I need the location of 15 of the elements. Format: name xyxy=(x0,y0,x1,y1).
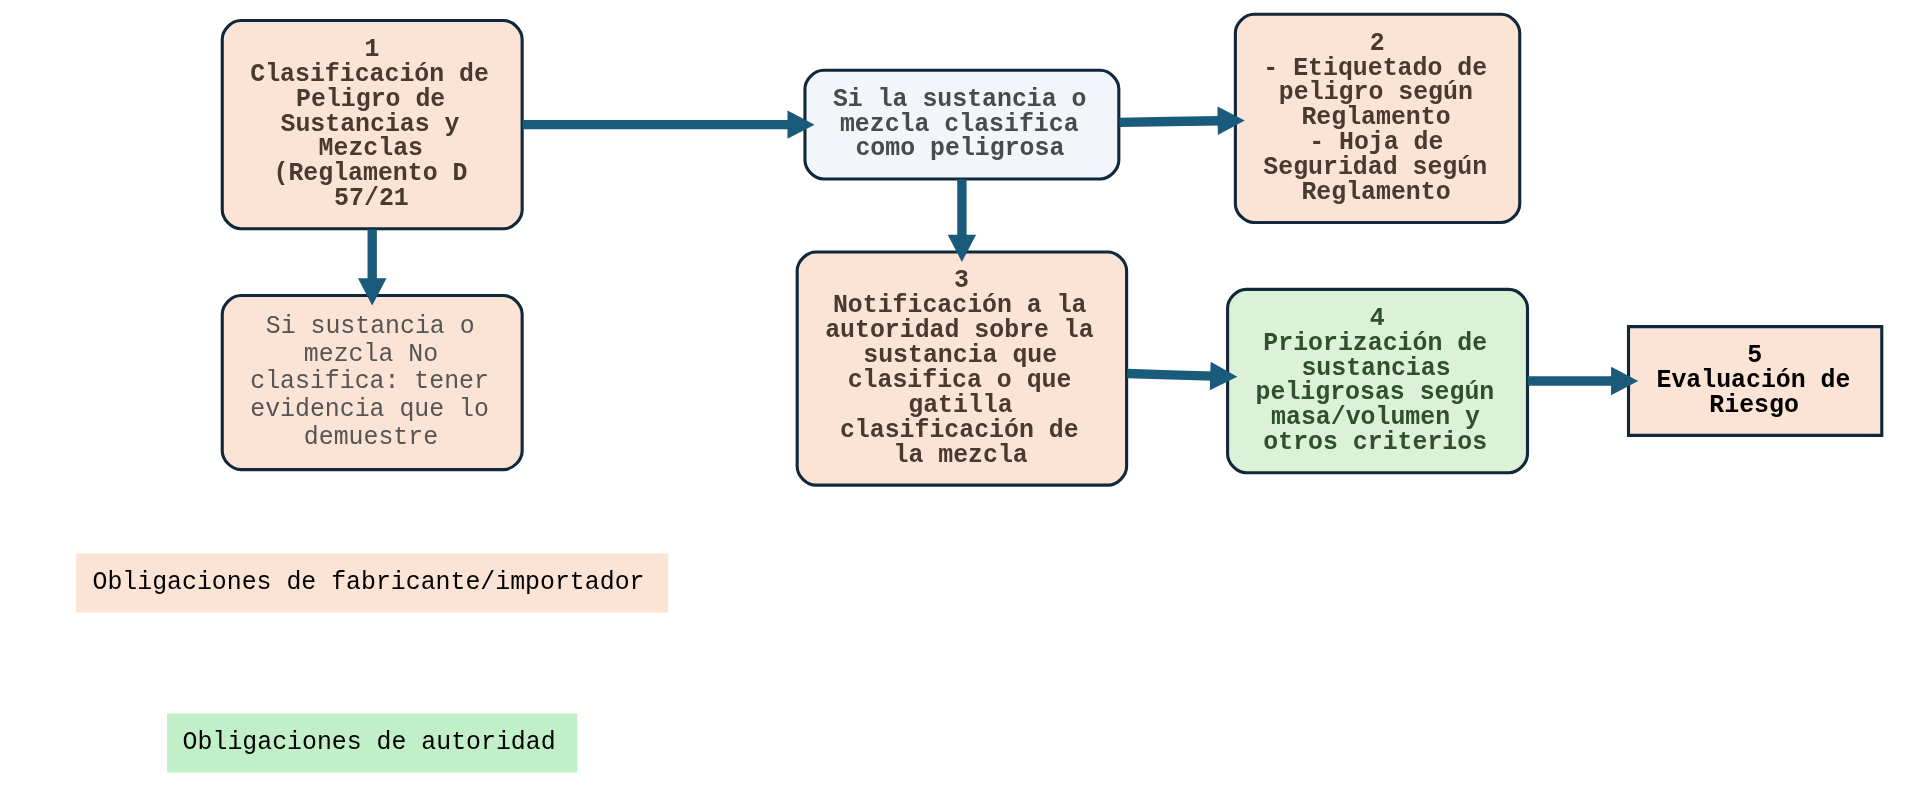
legend-label: Obligaciones de autoridad xyxy=(182,727,556,756)
node-box: Si sustancia o mezcla No clasifica: tener evidencia que lo demuestre xyxy=(220,294,524,472)
arrow xyxy=(522,110,815,139)
arrow xyxy=(357,229,386,306)
node-box: 4 Priorización de sustancias peligrosas según masa/volumen y otros criterios xyxy=(1225,287,1529,475)
node-box: 2 - Etiquetado de peligro según Reglamento - Hoja de Seguridad según Reglamento xyxy=(1233,12,1521,225)
arrow xyxy=(947,179,976,262)
arrow xyxy=(1527,366,1638,396)
node-box: Si la sustancia o mezcla clasifica como peligrosa xyxy=(802,68,1120,181)
node-box: 5 Evaluación de Riesgo xyxy=(1626,325,1883,437)
node-box: 1 Clasificación de Peligro de Sustancias y Mezclas (Reglamento D 57/21 xyxy=(220,18,524,231)
legend-label: Obligaciones de fabricante/importador xyxy=(92,567,644,596)
node-box: 3 Notificación a la autoridad sobre la sustancia que clasifica o que gatilla clasificación de la mezcla xyxy=(795,250,1128,487)
arrow xyxy=(1118,106,1245,136)
arrow xyxy=(1126,361,1237,391)
